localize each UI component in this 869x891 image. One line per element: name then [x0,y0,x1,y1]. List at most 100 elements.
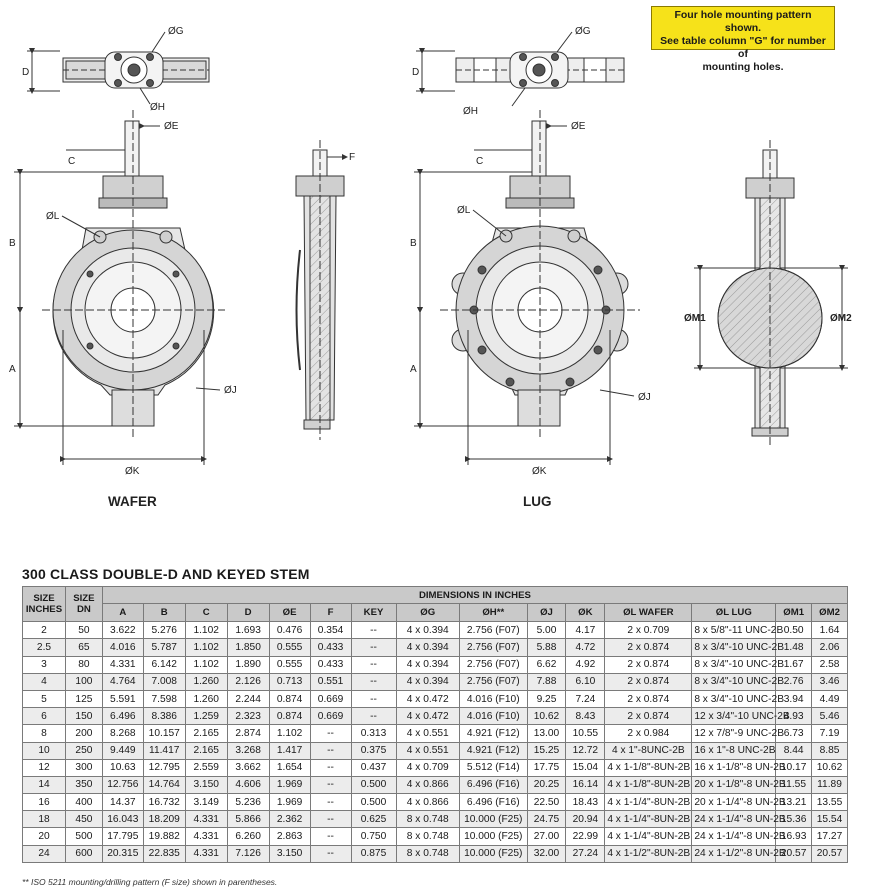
table-cell: 6.260 [226,827,270,846]
table-cell: 50 [64,621,103,640]
table-cell: 6.62 [526,655,567,674]
table-cell: 1.260 [184,672,228,691]
table-cell: 6.73 [775,724,813,743]
mounting-note: Four hole mounting pattern shown. See ta… [651,6,835,73]
lug-b-label: B [410,238,417,249]
table-cell: 4 x 1-1/8"-8UN-2B [604,775,693,795]
table-cell: 0.433 [309,655,352,674]
table-cell: 2.58 [811,655,848,674]
table-cell: 1.102 [184,655,228,674]
header-size-dn: SIZE DN [64,585,103,623]
table-cell: 20.57 [811,844,848,863]
table-cell: 2.244 [226,689,270,709]
table-cell: 2.06 [811,638,848,657]
table-cell: 4 x 0.866 [395,793,460,812]
table-cell: 2 x 0.874 [604,689,693,709]
table-cell: 27.24 [565,844,606,863]
table-cell: 500 [64,827,103,846]
table-cell: 3 [22,655,66,674]
table-cell: 4.93 [775,707,813,726]
table-cell: 8 x 0.748 [395,827,460,846]
wafer-front-view [14,110,225,465]
table-cell: 4 x 0.472 [395,689,460,709]
table-cell: 4.016 [101,638,144,657]
m1-label: ØM1 [684,313,706,324]
column-header: C [184,603,228,623]
table-cell: 1.48 [775,638,813,657]
table-cell: 2.323 [226,707,270,726]
table-cell: 16 x 1"-8 UNC-2B [691,741,777,760]
table-cell: 0.555 [268,655,311,674]
table-cell: 0.437 [350,758,397,777]
table-cell: 2 x 0.984 [604,724,693,743]
table-cell: 0.375 [350,741,397,760]
table-cell: 4.331 [101,655,144,674]
table-cell: 2.756 (F07) [458,672,528,691]
table-cell: -- [309,810,352,829]
table-cell: 7.598 [142,689,186,709]
wafer-c-label: C [68,156,75,167]
column-header: ØL LUG [691,603,777,623]
column-header: ØJ [526,603,567,623]
table-cell: 150 [64,707,103,726]
table-cell: 0.313 [350,724,397,743]
table-cell: 2 x 0.874 [604,655,693,674]
table-cell: 0.555 [268,638,311,657]
table-cell: -- [309,758,352,777]
wafer-j-label: ØJ [224,385,237,396]
mounting-note-line2: See table column "G" for number of [660,35,826,60]
valve-drawings: D ØG ØH ØE C ØL B A ØJ ØK WAFER [9,26,852,509]
table-cell: 11.89 [811,775,848,795]
table-cell: 7.19 [811,724,848,743]
column-header: B [142,603,186,623]
table-cell: 400 [64,793,103,812]
table-cell: 250 [64,741,103,760]
column-header: F [309,603,352,623]
table-cell: 24 x 1-1/2"-8 UN-2B [691,844,786,863]
table-cell: 5.866 [226,810,270,829]
table-cell: 4.921 (F12) [458,724,528,743]
table-cell: 1.693 [226,621,270,640]
table-cell: 20 [22,827,66,846]
table-cell: 4.92 [565,655,606,674]
table-cell: 2.165 [184,724,228,743]
table-cell: 16.043 [101,810,144,829]
table-cell: 1.850 [226,638,270,657]
table-cell: -- [350,621,397,640]
table-cell: 12.756 [101,775,144,795]
table-cell: 4 x 0.551 [395,741,460,760]
table-cell: 32.00 [526,844,567,863]
table-cell: 1.102 [268,724,311,743]
lug-view-label: LUG [523,494,552,509]
table-cell: 8.43 [565,707,606,726]
table-cell: 8 x 5/8"-11 UNC-2B [691,621,783,640]
table-cell: 2.756 (F07) [458,638,528,657]
table-cell: 100 [64,672,103,691]
m2-label: ØM2 [830,313,852,324]
mounting-note-line3: mounting holes. [702,61,784,73]
table-cell: 4.606 [226,775,270,795]
table-cell: 6.142 [142,655,186,674]
table-cell: 8 x 3/4"-10 UNC-2B [691,672,784,691]
table-cell: 3.149 [184,793,228,812]
table-cell: -- [350,707,397,726]
table-cell: -- [350,638,397,657]
table-cell: 80 [64,655,103,674]
table-cell: 4.016 (F10) [458,707,528,726]
column-header: KEY [350,603,397,623]
table-cell: 16.93 [775,827,813,846]
table-cell: 1.102 [184,621,228,640]
table-cell: 10.000 (F25) [458,810,528,829]
table-cell: 5.00 [526,621,567,640]
table-cell: 1.654 [268,758,311,777]
header-dimensions-group: DIMENSIONS IN INCHES [101,585,849,605]
table-cell: 8 [22,724,66,743]
table-cell: 4 x 1-1/4"-8UN-2B [604,827,693,846]
table-cell: 8 x 3/4"-10 UNC-2B [691,689,784,709]
table-cell: 4.764 [101,672,144,691]
